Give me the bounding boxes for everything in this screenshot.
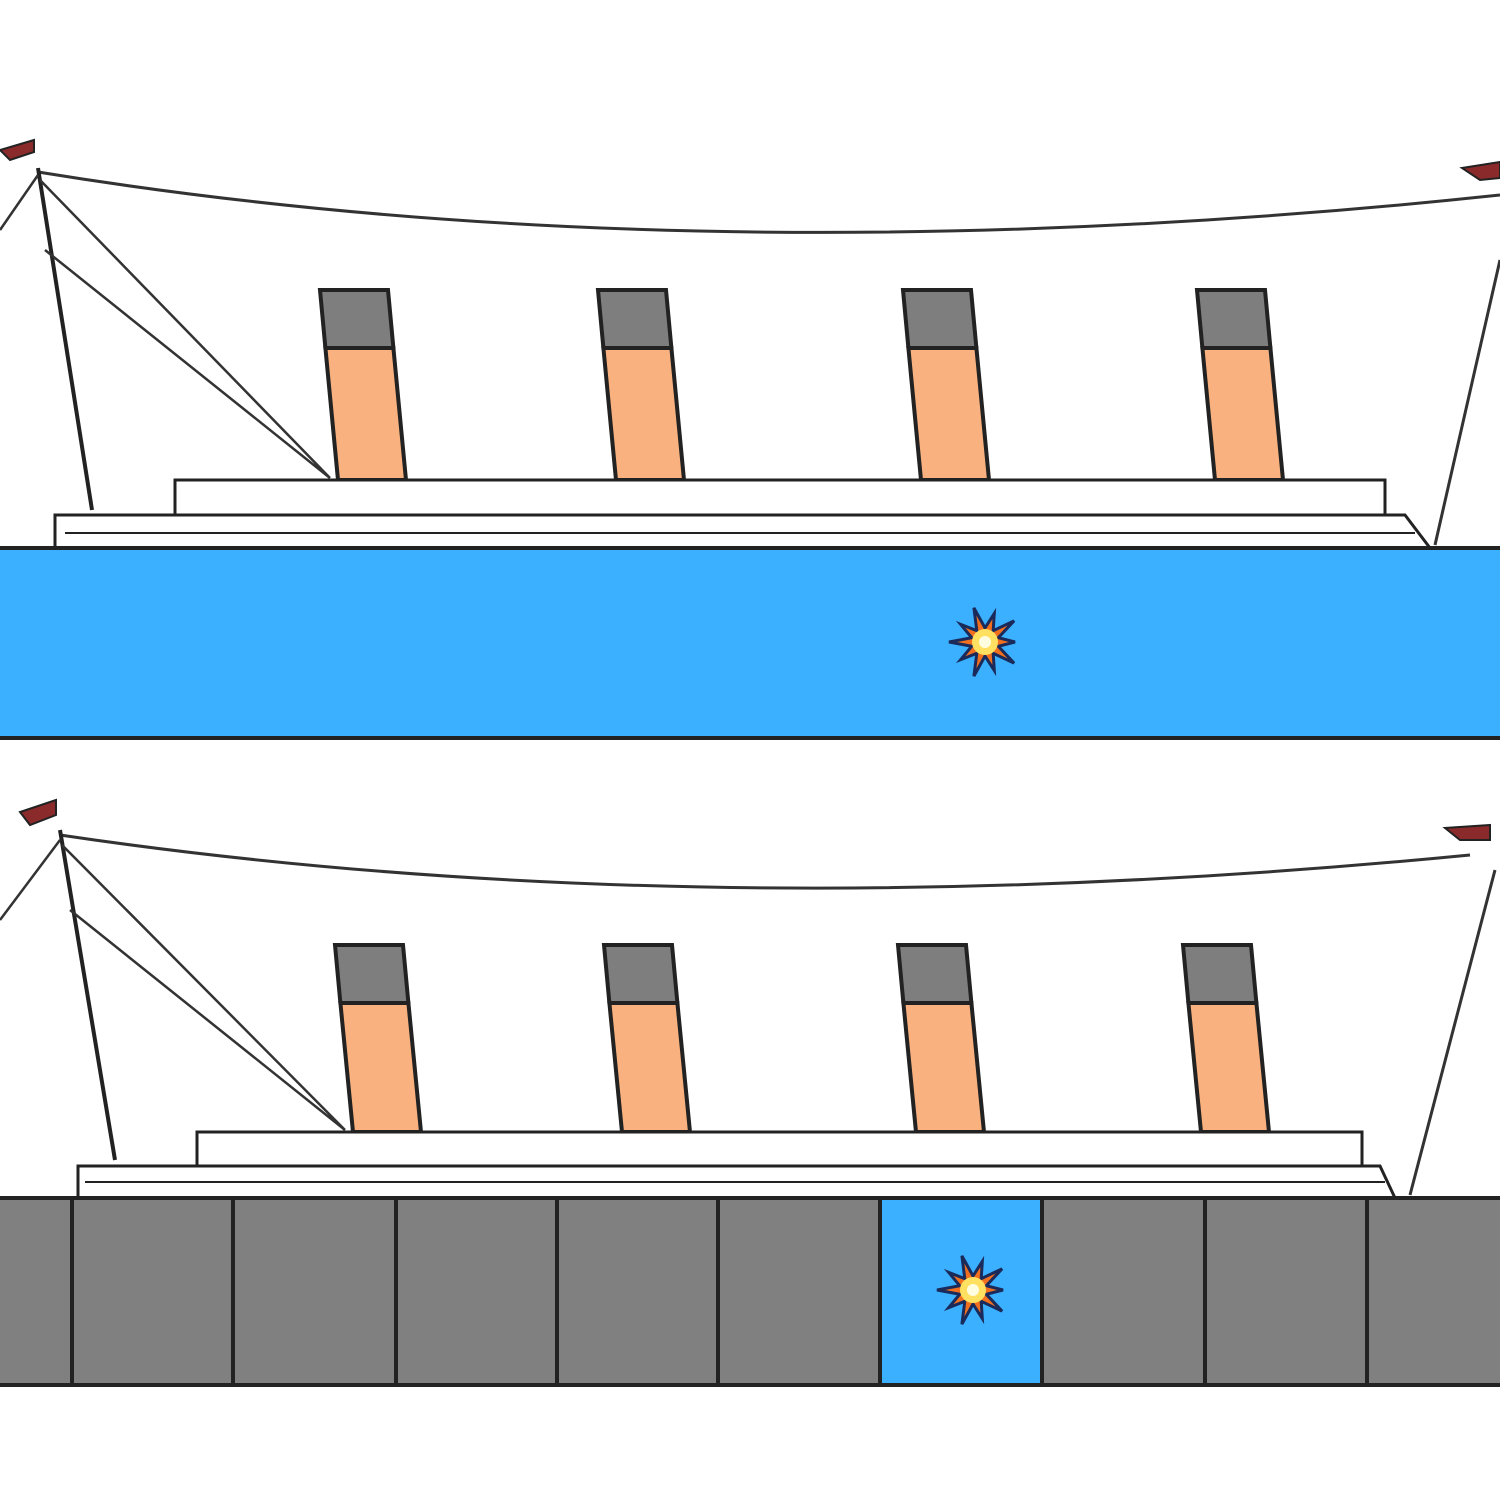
upper-deck [195,1130,1364,1168]
rigging-lines [0,839,346,1131]
compartment [231,1196,398,1387]
funnel [607,1001,693,1134]
rigging-lines [0,174,331,479]
front-mast [36,167,94,511]
compartment [1040,1196,1207,1387]
explosion-icon [936,1255,1004,1325]
funnel-cap [895,943,974,1005]
funnels [317,288,1286,482]
ship-without-bulkheads [0,138,1500,740]
funnel [901,1001,987,1134]
funnel [1186,1001,1272,1134]
funnel [338,1001,424,1134]
upper-deck [173,478,1387,517]
flag-icon [1442,823,1491,841]
ship-with-bulkheads [0,798,1500,1387]
compartment [394,1196,559,1387]
watertight-compartments [0,1196,1500,1387]
compartment [555,1196,720,1387]
flag-icon [0,138,35,162]
front-mast [58,829,117,1161]
compartment [716,1196,882,1387]
compartment [0,1196,74,1387]
funnel [1200,346,1286,482]
explosion-icon [948,607,1016,677]
flag-icon [1459,160,1500,182]
funnel-cap [595,288,674,350]
funnel-cap [1194,288,1273,350]
funnel-cap [317,288,396,350]
main-deck [53,513,1434,550]
funnel-cap [900,288,979,350]
funnel-cap [1180,943,1259,1005]
flag-icon [18,798,57,827]
rigging-rope [37,170,1500,234]
rigging-rope [59,833,1471,890]
compartment [1365,1196,1500,1387]
funnels [332,943,1272,1134]
compartment [70,1196,235,1387]
funnel [323,346,409,482]
funnel-cap [332,943,411,1005]
compartment [1203,1196,1369,1387]
rear-mast [1408,869,1497,1196]
funnel [601,346,687,482]
funnel-cap [601,943,680,1005]
funnel [906,346,992,482]
rear-mast [1433,259,1500,546]
hull-flooded [0,546,1500,740]
